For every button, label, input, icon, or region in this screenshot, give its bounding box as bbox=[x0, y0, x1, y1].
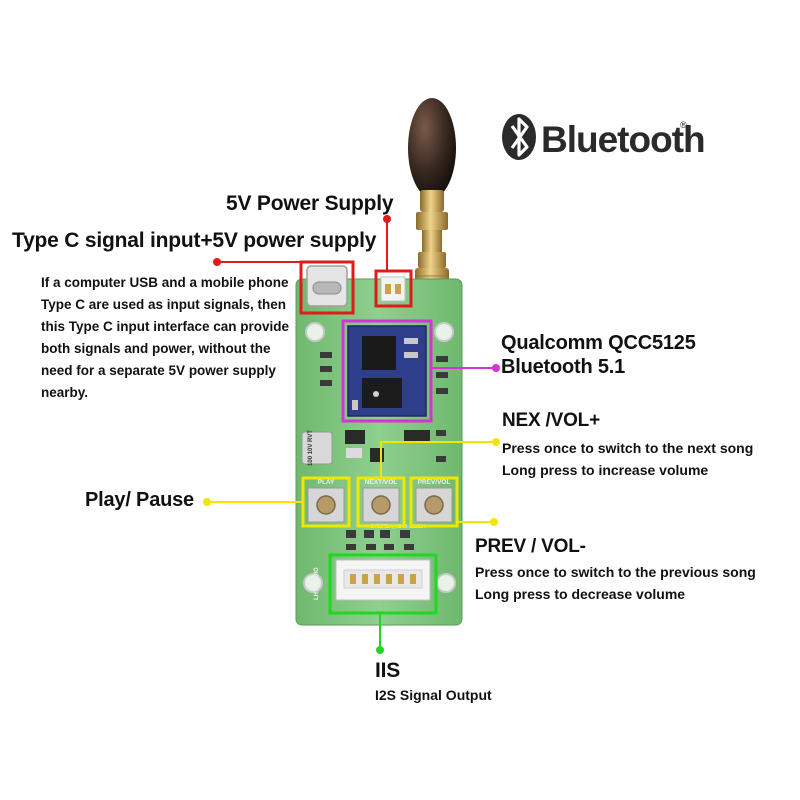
callout-chip bbox=[341, 319, 500, 423]
typec-port-icon bbox=[306, 265, 348, 307]
next-vol-title: NEX /VOL+ bbox=[502, 410, 600, 431]
play-pause-label: Play/ Pause bbox=[85, 489, 194, 511]
next-vol-line2: Long press to increase volume bbox=[502, 462, 709, 478]
iis-header-icon bbox=[335, 559, 431, 601]
cap-silk: 100 10V RVT bbox=[308, 430, 314, 466]
play-button[interactable]: PLAY bbox=[307, 479, 345, 523]
next-silk: NEXT/VOL bbox=[365, 479, 398, 486]
power-supply-label: 5V Power Supply bbox=[226, 192, 394, 215]
side-silk: LHY AUDIO bbox=[314, 567, 320, 600]
callout-next bbox=[356, 438, 500, 528]
play-silk: PLAY bbox=[318, 479, 335, 486]
prev-vol-line2: Long press to decrease volume bbox=[475, 586, 686, 602]
prev-vol-title: PREV / VOL- bbox=[475, 536, 586, 557]
prev-silk: PREV/VOL bbox=[418, 479, 451, 486]
next-vol-line1: Press once to switch to the next song bbox=[502, 440, 754, 456]
callout-power bbox=[374, 215, 413, 308]
capacitor-icon: 100 10V RVT bbox=[301, 430, 333, 466]
bluetooth-wordmark: Bluetooth bbox=[541, 119, 705, 160]
pcb-board: 100 10V RVT PLAY bbox=[295, 265, 463, 626]
bluetooth-logo-icon bbox=[502, 114, 536, 160]
callout-iis bbox=[328, 553, 438, 654]
power-connector-icon bbox=[380, 276, 406, 302]
typec-title: Type C signal input+5V power supply bbox=[12, 229, 377, 252]
iis-description: I2S Signal Output bbox=[375, 687, 492, 703]
qcc5125-module bbox=[347, 325, 427, 417]
callout-prev bbox=[409, 476, 498, 528]
bluetooth-registered-mark: ® bbox=[680, 120, 687, 130]
prev-vol-button[interactable]: PREV/VOL bbox=[415, 479, 453, 523]
prev-vol-line1: Press once to switch to the previous son… bbox=[475, 564, 756, 580]
chip-bt-version-label: Bluetooth 5.1 bbox=[501, 356, 626, 378]
typec-description: If a computer USB and a mobile phone Typ… bbox=[41, 275, 290, 400]
next-vol-button[interactable]: NEXT/VOL bbox=[362, 479, 400, 523]
chip-name-label: Qualcomm QCC5125 bbox=[501, 332, 696, 354]
iis-title: IIS bbox=[375, 659, 401, 682]
antenna-icon bbox=[408, 98, 456, 306]
callout-typec bbox=[213, 258, 355, 315]
callout-play bbox=[203, 476, 351, 528]
